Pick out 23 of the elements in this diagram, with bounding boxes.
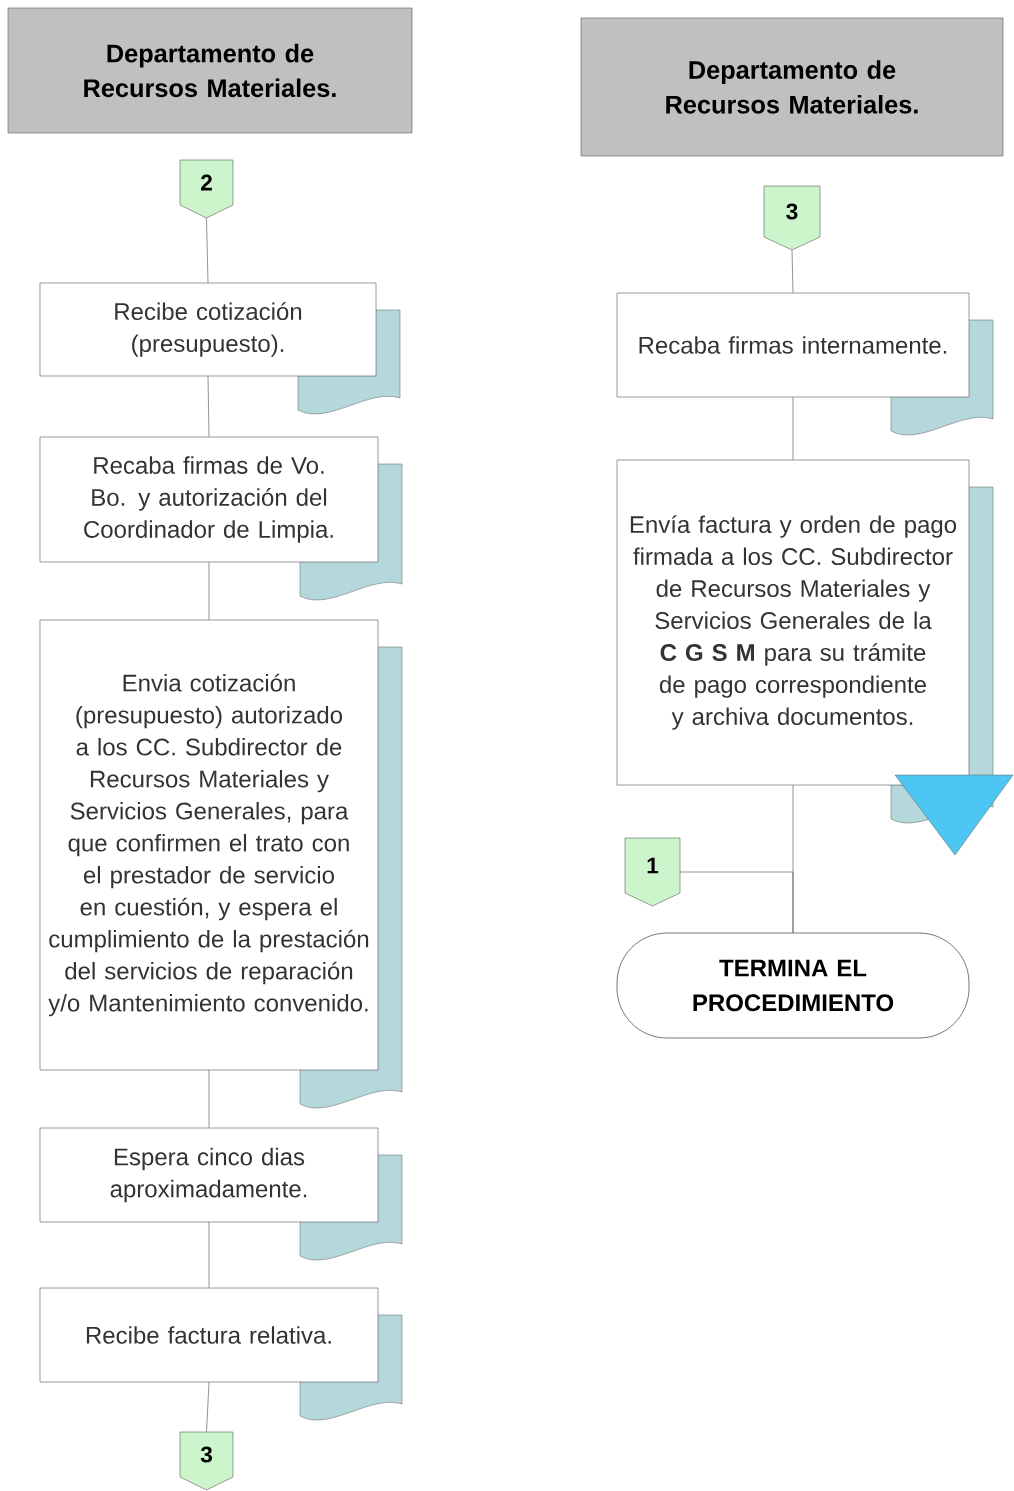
off-page-connector: 2 (179, 159, 234, 219)
connector-line (207, 376, 210, 437)
off-page-connector: 1 (624, 837, 681, 907)
process-box: Espera cinco dias aproximadamente. (39, 1127, 403, 1261)
process-box: Recibe cotización (presupuesto). (39, 282, 401, 415)
off-page-connector: 3 (179, 1431, 234, 1491)
process-box: Envia cotización (presupuesto) autorizado a los CC. Subdirector de Recursos Materiales y Servicios Generales, para que confirmen el trato con el prestador de servicio en cuestión, y espera el cumplimiento de la prestación del servicios de reparación y/o Mantenimiento convenido. (39, 619, 403, 1109)
connector-line (206, 1382, 210, 1432)
connector-line (208, 562, 210, 620)
connector-line (206, 218, 209, 283)
connector-line (680, 871, 794, 933)
terminator: TERMINA EL PROCEDIMIENTO (616, 932, 970, 1039)
connector-line (791, 250, 794, 293)
process-box: Recibe factura relativa. (39, 1287, 403, 1421)
lane-header: Departamento de Recursos Materiales. (580, 17, 1004, 157)
process-box: Recaba firmas de Vo. Bo. y autorización del Coordinador de Limpia. (39, 436, 403, 601)
process-box: Envía factura y orden de pago firmada a los CC. Subdirector de Recursos Materiales y Servicios Generales de la C G S M para su trámite de pago correspondiente y archiva documentos. (616, 459, 994, 824)
connector-line (208, 1222, 210, 1288)
connector-line (792, 397, 794, 460)
connector-line (208, 1070, 210, 1128)
off-page-connector: 3 (763, 185, 821, 251)
lane-header: Departamento de Recursos Materiales. (7, 7, 413, 134)
process-box: Recaba firmas internamente. (616, 292, 994, 436)
